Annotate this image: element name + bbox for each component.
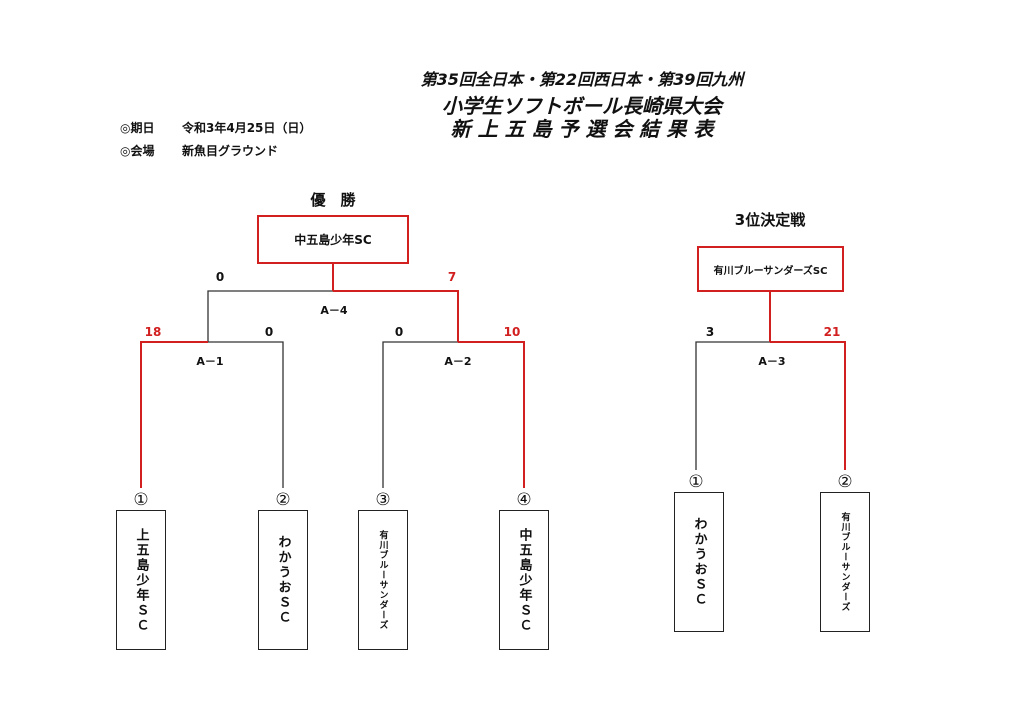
venue-label: ◎会場	[120, 144, 155, 158]
team-box-3: 有川ブルーサンダーズ	[358, 510, 408, 650]
team-name-1: 上五島少年ＳＣ	[133, 527, 149, 633]
date-value: 令和3年4月25日（日）	[182, 121, 312, 135]
champion-name: 中五島少年SC	[294, 233, 372, 247]
tournament-title-line2: 小学生ソフトボール長崎県大会	[442, 94, 722, 118]
team-name-4: 中五島少年ＳＣ	[516, 527, 532, 633]
third-left-score: 3	[705, 325, 715, 339]
third-match-label: A－3	[758, 355, 786, 368]
team-number-2: ②	[275, 490, 291, 510]
third-team-name-1: わかうおＳＣ	[691, 517, 707, 607]
semi2-match-label: A－2	[444, 355, 472, 368]
third-team-name-2: 有川ブルーサンダーズ	[839, 512, 850, 612]
third-team-number-2: ②	[837, 472, 853, 492]
team-name-3: 有川ブルーサンダーズ	[377, 530, 388, 630]
third-place-winner-box: 有川ブルーサンダーズSC	[697, 246, 844, 292]
third-place-header: 3位決定戦	[734, 211, 806, 229]
tournament-title-line1: 第35回全日本・第22回西日本・第39回九州	[420, 70, 744, 89]
team-box-1: 上五島少年ＳＣ	[116, 510, 166, 650]
semi2-right-score: 10	[503, 325, 521, 339]
date-row: ◎期日 令和3年4月25日（日）	[120, 119, 311, 136]
venue-value: 新魚目グラウンド	[182, 144, 279, 158]
third-team-box-1: わかうおＳＣ	[674, 492, 724, 632]
final-left-score: 0	[215, 270, 225, 284]
third-team-number-1: ①	[688, 472, 704, 492]
champion-box: 中五島少年SC	[257, 215, 409, 264]
team-number-1: ①	[133, 490, 149, 510]
final-right-score: 7	[447, 270, 457, 284]
semi1-match-label: A－1	[196, 355, 224, 368]
third-place-winner-name: 有川ブルーサンダーズSC	[713, 265, 828, 277]
championship-header: 優 勝	[310, 191, 356, 209]
team-number-3: ③	[375, 490, 391, 510]
tournament-title-line3: 新 上 五 島 予 選 会 結 果 表	[450, 117, 714, 141]
win-lines	[140, 264, 846, 488]
team-box-2: わかうおＳＣ	[258, 510, 308, 650]
third-team-box-2: 有川ブルーサンダーズ	[820, 492, 870, 632]
semi1-left-score: 18	[144, 325, 162, 339]
lose-lines	[207, 290, 770, 488]
final-match-label: A－4	[320, 304, 348, 317]
semi1-right-score: 0	[264, 325, 274, 339]
semi2-left-score: 0	[394, 325, 404, 339]
team-box-4: 中五島少年ＳＣ	[499, 510, 549, 650]
team-name-2: わかうおＳＣ	[275, 535, 291, 625]
team-number-4: ④	[516, 490, 532, 510]
venue-row: ◎会場 新魚目グラウンド	[120, 142, 278, 159]
date-label: ◎期日	[120, 121, 155, 135]
third-right-score: 21	[823, 325, 841, 339]
